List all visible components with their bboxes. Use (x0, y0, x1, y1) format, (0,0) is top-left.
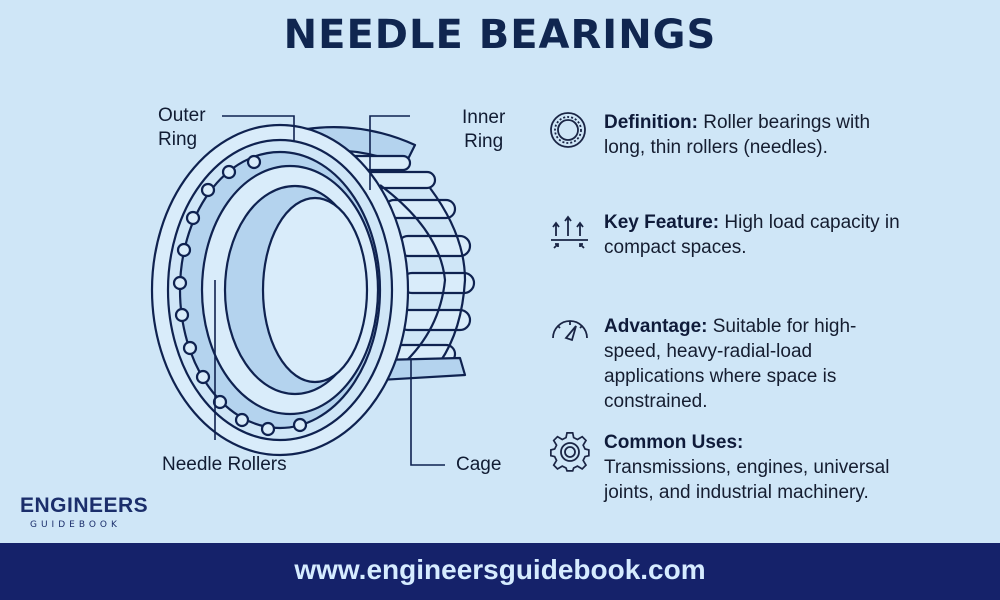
label-inner-ring-line2: Ring (464, 131, 504, 152)
label-inner-ring-line1: Inner (462, 107, 506, 128)
definition-body: Roller bearings with long, thin rollers … (604, 112, 871, 158)
load-arrows-icon (548, 210, 592, 254)
advantage-body: Suitable for high-speed, heavy-radial-lo… (604, 316, 857, 412)
label-outer-ring-line1: Outer (158, 105, 206, 126)
engineers-guidebook-logo: ENGINEERS GUIDEBOOK (20, 494, 148, 530)
logo-sub-text: GUIDEBOOK (30, 520, 121, 530)
key-feature-body: High load capacity in compact spaces. (604, 212, 900, 258)
definition-text: Definition: Roller bearings with long, t… (604, 110, 904, 160)
page-title: NEEDLE BEARINGS (283, 12, 717, 58)
bearing-diagram: Outer Ring Inner Ring Needle Rollers Cag… (140, 90, 540, 490)
common-uses-heading: Common Uses: (604, 432, 744, 453)
website-url: www.engineersguidebook.com (294, 554, 706, 585)
common-uses-text: Common Uses: Transmissions, engines, univ… (604, 430, 904, 505)
speedometer-icon (548, 314, 592, 358)
advantage-text: Advantage: Suitable for high-speed, heav… (604, 314, 904, 414)
advantage-heading: Advantage: (604, 316, 708, 337)
needle-bearing-illustration (150, 115, 476, 466)
footer-bar: www.engineersguidebook.com (0, 543, 1000, 600)
key-feature-heading: Key Feature: (604, 212, 720, 233)
label-outer-ring-line2: Ring (158, 129, 198, 150)
bearing-ring-icon (548, 110, 592, 154)
definition-heading: Definition: (604, 112, 698, 133)
label-inner-ring: Inner Ring (462, 106, 505, 154)
logo-main-text: ENGINEERS (20, 494, 149, 517)
gear-icon (548, 430, 592, 474)
label-cage: Cage (456, 454, 502, 475)
label-outer-ring: Outer Ring (158, 104, 206, 152)
common-uses-body: Transmissions, engines, universal joints… (604, 457, 890, 503)
label-needle-rollers: Needle Rollers (162, 454, 287, 475)
key-feature-text: Key Feature: High load capacity in compa… (604, 210, 904, 260)
